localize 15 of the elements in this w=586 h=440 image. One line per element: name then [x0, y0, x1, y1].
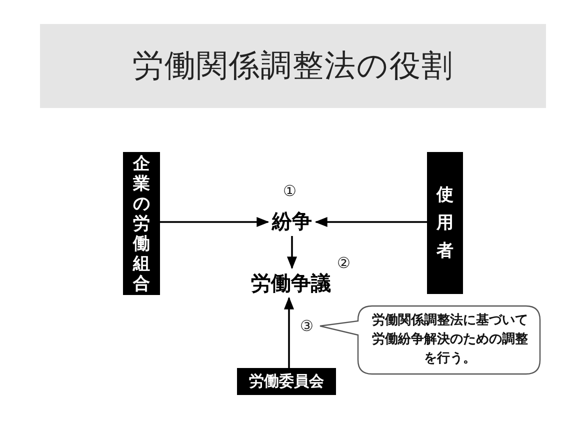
organization-bar: 企業の労働組合 [123, 152, 160, 295]
arrow [314, 216, 427, 228]
callout-text: 労働関係調整法に基づいて労働紛争解決のための調整を行う。 [371, 312, 529, 368]
term-text: 紛争 [272, 208, 312, 234]
organization-box: 労働委員会 [237, 368, 336, 395]
speech-bubble [318, 305, 541, 375]
arrow [284, 296, 294, 368]
organization-bar: 使用者 [427, 152, 463, 294]
step-number: ② [337, 254, 350, 272]
arrow [286, 236, 298, 270]
arrow [160, 216, 270, 228]
step-number: ① [283, 182, 296, 200]
title-banner: 労働関係調整法の役割 [40, 24, 546, 108]
step-number: ③ [300, 317, 314, 335]
term-text: 労働争議 [251, 270, 331, 296]
